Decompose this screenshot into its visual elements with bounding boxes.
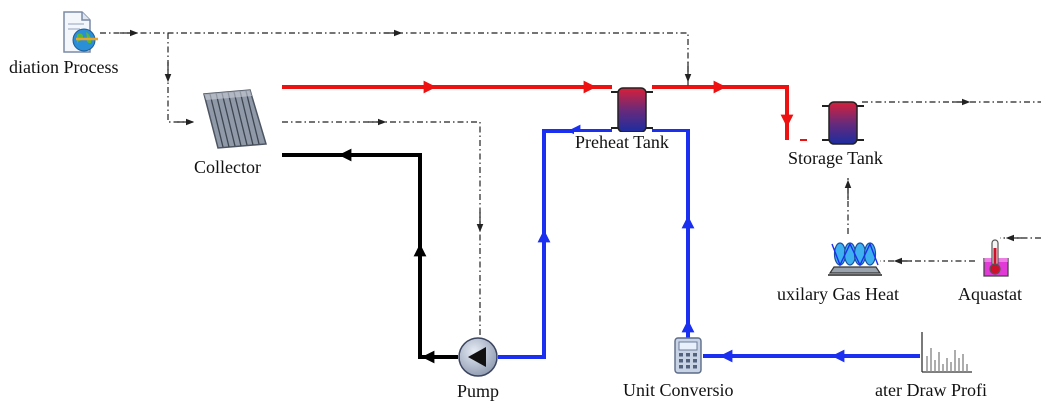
aux-gas-heater-component[interactable] xyxy=(826,236,884,278)
cold-pipe-pump-to-preheat[interactable] xyxy=(498,124,612,359)
storage-tank-label: Storage Tank xyxy=(787,148,884,168)
water-draw-profile-component[interactable] xyxy=(918,328,974,376)
radiation-process-component[interactable] xyxy=(58,8,104,56)
unit-conversion-label: Unit Conversio xyxy=(622,380,735,400)
collector-component[interactable] xyxy=(200,88,270,152)
collector-label: Collector xyxy=(193,157,262,177)
solar-collector-icon xyxy=(203,89,267,149)
aux-gas-heater-label: uxilary Gas Heat xyxy=(776,284,900,304)
preheat-tank-label: Preheat Tank xyxy=(574,132,686,152)
preheat-tank-component[interactable] xyxy=(609,84,655,136)
thermostat-icon xyxy=(983,239,1009,277)
signal-arrowheads xyxy=(120,29,1022,265)
aquastat-label: Aquastat xyxy=(957,284,1023,304)
return-pipe-pump-to-collector[interactable] xyxy=(282,148,458,364)
calculator-icon xyxy=(674,337,702,374)
unit-conversion-component[interactable] xyxy=(671,336,705,376)
water-draw-profile-label: ater Draw Profi xyxy=(874,380,988,400)
storage-tank-component[interactable] xyxy=(820,98,866,148)
gas-heater-icon xyxy=(828,242,882,276)
weather-data-file-icon xyxy=(63,11,98,53)
radiation-process-label: diation Process xyxy=(8,57,120,77)
storage-tank-icon xyxy=(822,101,864,145)
bar-chart-icon xyxy=(921,332,972,373)
pump-component[interactable] xyxy=(456,335,500,379)
cold-pipe-unit-to-preheat[interactable] xyxy=(652,129,695,340)
signal-radiation-to-collector[interactable] xyxy=(167,33,196,123)
storage-tank-icon xyxy=(611,87,653,133)
pump-label: Pump xyxy=(456,381,501,401)
aquastat-component[interactable] xyxy=(980,238,1012,280)
signal-collector-to-pump[interactable] xyxy=(282,121,481,336)
hot-pipe-preheat-to-storage[interactable] xyxy=(652,80,807,141)
signal-radiation-to-preheat[interactable] xyxy=(100,32,689,88)
pump-icon xyxy=(458,337,498,377)
